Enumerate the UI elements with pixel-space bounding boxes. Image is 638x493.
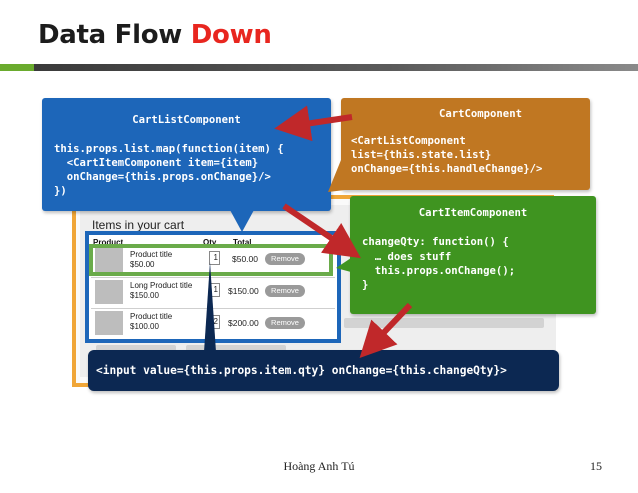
product-price: $50.00 [130,260,155,269]
row-total: $50.00 [232,254,258,264]
slide-title: Data Flow Down [38,20,272,50]
product-thumbnail [95,280,123,304]
placeholder-bar [344,318,544,328]
column-header-total: Total [233,238,252,247]
input-element-box: <input value={this.props.item.qty} onCha… [88,350,559,391]
product-title: Product title [130,250,173,259]
arrow-to-cart-list [274,105,353,142]
code-line: this.props.list.map(function(item) { [54,143,284,155]
blue-callout-tail [230,210,254,232]
qty-input[interactable]: 1 [209,251,220,265]
cart-item-component-box: CartItemComponent changeQty: function() … [350,196,596,314]
orange-callout-tail [328,160,362,192]
remove-button[interactable]: Remove [265,285,305,297]
product-price: $150.00 [130,291,159,300]
green-callout-tail [336,258,351,272]
code-line: <CartItemComponent item={item} [54,157,259,169]
code-line: }) [54,185,67,197]
column-header-product: Product [93,238,124,247]
code-line: … does stuff [362,251,452,263]
product-price: $100.00 [130,322,159,331]
code-line: changeQty: function() { [362,236,509,248]
navy-pointer [204,262,216,352]
code-line: onChange={this.handleChange}/> [351,163,543,175]
code-line: <input value={this.props.item.qty} onCha… [96,364,507,377]
column-header-qty: Qty [203,238,217,247]
slide-title-main: Data Flow [38,20,191,50]
footer-author: Hoàng Anh Tú [283,459,355,473]
code-line: } [362,279,369,291]
code-line: <CartListComponent [351,135,466,147]
cart-list-component-box: CartListComponent this.props.list.map(fu… [42,98,331,211]
title-rule-dark [34,64,638,71]
cart-list-component-title: CartListComponent [132,114,241,126]
code-line: onChange={this.props.onChange}/> [54,171,271,183]
title-rule-green [0,64,34,71]
arrow-to-cart-item [282,203,361,259]
remove-button[interactable]: Remove [265,317,305,329]
arrow-to-input [359,302,413,359]
code-line: this.props.onChange(); [362,265,516,277]
row-total: $200.00 [228,318,259,328]
cart-item-highlight [89,244,333,276]
cart-component-box: CartComponent <CartListComponent list={t… [341,98,590,190]
product-thumbnail [95,311,123,335]
code-line: list={this.state.list} [351,149,492,161]
product-title: Long Product title [130,281,193,290]
cart-item-component-title: CartItemComponent [418,207,528,219]
remove-button[interactable]: Remove [265,253,305,265]
cart-component-title: CartComponent [439,108,522,120]
page-number: 15 [590,459,602,473]
slide-title-accent: Down [190,20,272,50]
product-title: Product title [130,312,173,321]
product-thumbnail [95,248,123,272]
row-total: $150.00 [228,286,259,296]
cart-heading: Items in your cart [92,218,185,232]
row-divider [91,277,335,278]
